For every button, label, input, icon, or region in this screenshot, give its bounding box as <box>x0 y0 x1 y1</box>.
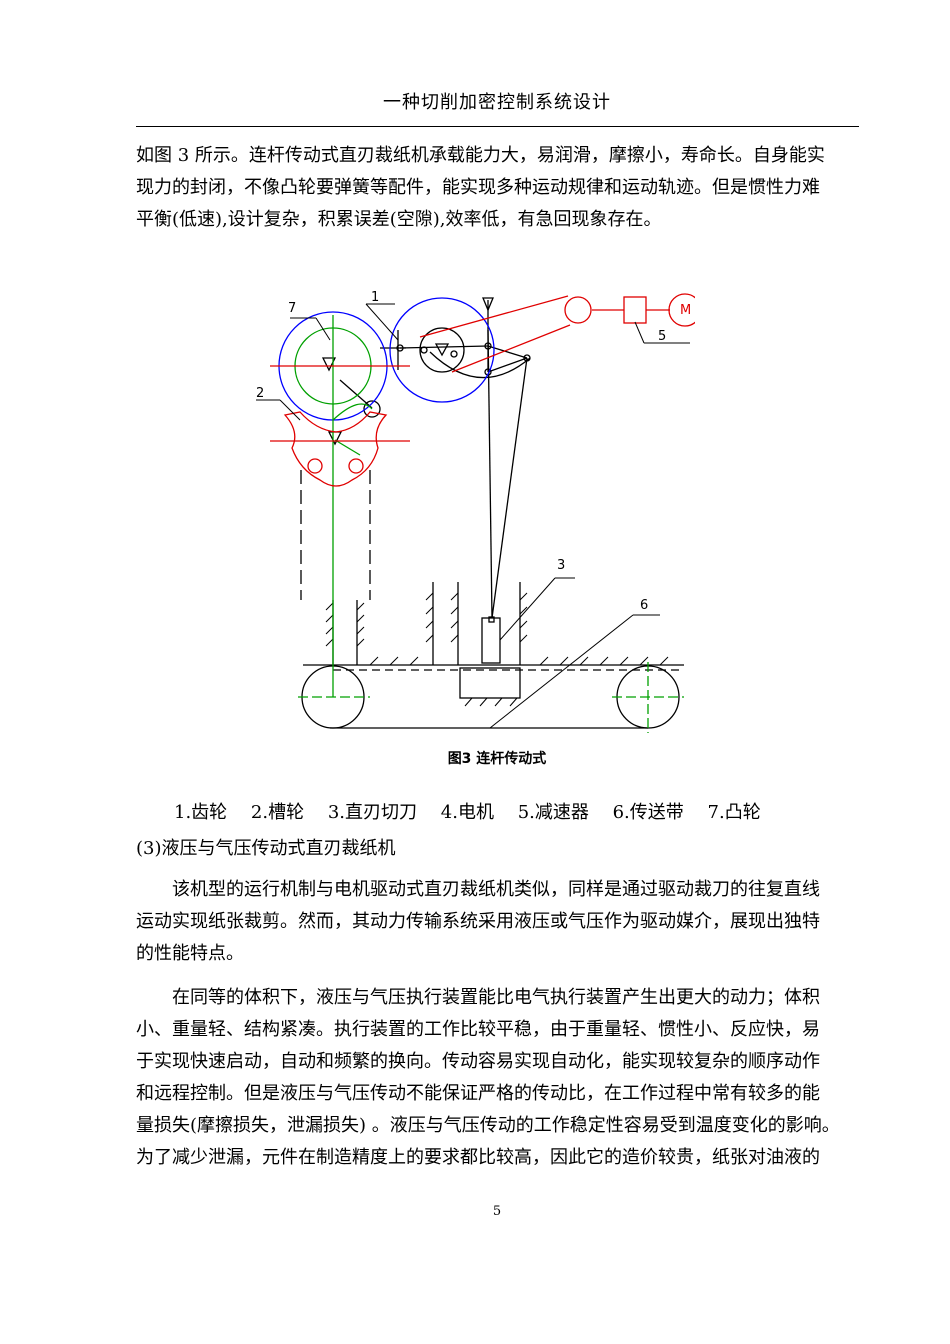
intro-paragraph: 如图 3 所示。连杆传动式直刃裁纸机承载能力大，易润滑，摩擦小，寿命长。自身能实… <box>136 140 858 236</box>
callout-7: 7 <box>288 301 296 316</box>
text-line: 运动实现纸张裁剪。然而，其动力传输系统采用液压或气压作为驱动媒介，展现出独特 <box>136 911 820 932</box>
text-line: 于实现快速启动，自动和频繁的换向。传动容易实现自动化，能实现较复杂的顺序动作 <box>136 1051 820 1072</box>
callout-5: 5 <box>658 329 666 344</box>
page-number: 5 <box>492 1204 502 1219</box>
text-line: 量损失(摩擦损失，泄漏损失) 。液压与气压传动的工作稳定性容易受到温度变化的影响… <box>136 1115 840 1136</box>
motor-symbol: M <box>680 303 691 318</box>
linkage-drive-diagram: 1 2 3 4 5 6 7 M <box>255 262 740 742</box>
legend-item: 4.电机 <box>440 802 494 823</box>
text-line: 如图 3 所示。连杆传动式直刃裁纸机承载能力大，易润滑，摩擦小，寿命长。自身能实 <box>136 145 825 166</box>
callout-3: 3 <box>557 558 565 573</box>
text-line: 小、重量轻、结构紧凑。执行装置的工作比较平稳，由于重量轻、惯性小、反应快，易 <box>136 1019 820 1040</box>
text-line: 平衡(低速),设计复杂，积累误差(空隙),效率低，有急回现象存在。 <box>136 209 662 230</box>
callout-6: 6 <box>640 598 648 613</box>
callout-2: 2 <box>256 386 264 401</box>
legend-item: 3.直刃切刀 <box>327 802 418 823</box>
legend-item: 2.槽轮 <box>250 802 305 823</box>
text-line: 该机型的运行机制与电机驱动式直刃裁纸机类似，同样是通过驱动裁刀的往复直线 <box>172 879 820 900</box>
header-rule <box>136 126 859 127</box>
callout-1: 1 <box>371 290 379 305</box>
legend-item: 5.减速器 <box>517 802 589 823</box>
belt-and-geneva <box>270 293 702 487</box>
text-line: 和远程控制。但是液压与气压传动不能保证严格的传动比，在工作过程中常有较多的能 <box>136 1083 820 1104</box>
section-heading: (3)液压与气压传动式直刃裁纸机 <box>136 833 858 865</box>
text-line: 在同等的体积下，液压与气压执行装置能比电气执行装置产生出更大的动力；体积 <box>172 987 820 1008</box>
paragraph-hydraulic-features: 在同等的体积下，液压与气压执行装置能比电气执行装置产生出更大的动力；体积 小、重… <box>136 982 858 1174</box>
text-line: 为了减少泄漏，元件在制造精度上的要求都比较高，因此它的造价较贵，纸张对油液的 <box>136 1147 820 1168</box>
legend-item: 7.凸轮 <box>707 802 761 823</box>
text-line: 现力的封闭，不像凸轮要弹簧等配件，能实现多种运动规律和运动轨迹。但是惯性力难 <box>136 177 820 198</box>
page-header-title: 一种切削加密控制系统设计 <box>383 92 611 113</box>
figure-legend: 1.齿轮 2.槽轮 3.直刃切刀 4.电机 5.减速器 6.传送带 7.凸轮 <box>174 798 779 824</box>
legend-item: 1.齿轮 <box>174 802 228 823</box>
paragraph-hydraulic-intro: 该机型的运行机制与电机驱动式直刃裁纸机类似，同样是通过驱动裁刀的往复直线 运动实… <box>136 874 858 970</box>
text-line: 的性能特点。 <box>136 943 244 964</box>
figure-caption: 图3 连杆传动式 <box>447 751 547 767</box>
section-heading-text: (3)液压与气压传动式直刃裁纸机 <box>136 838 396 859</box>
legend-item: 6.传送带 <box>612 802 684 823</box>
